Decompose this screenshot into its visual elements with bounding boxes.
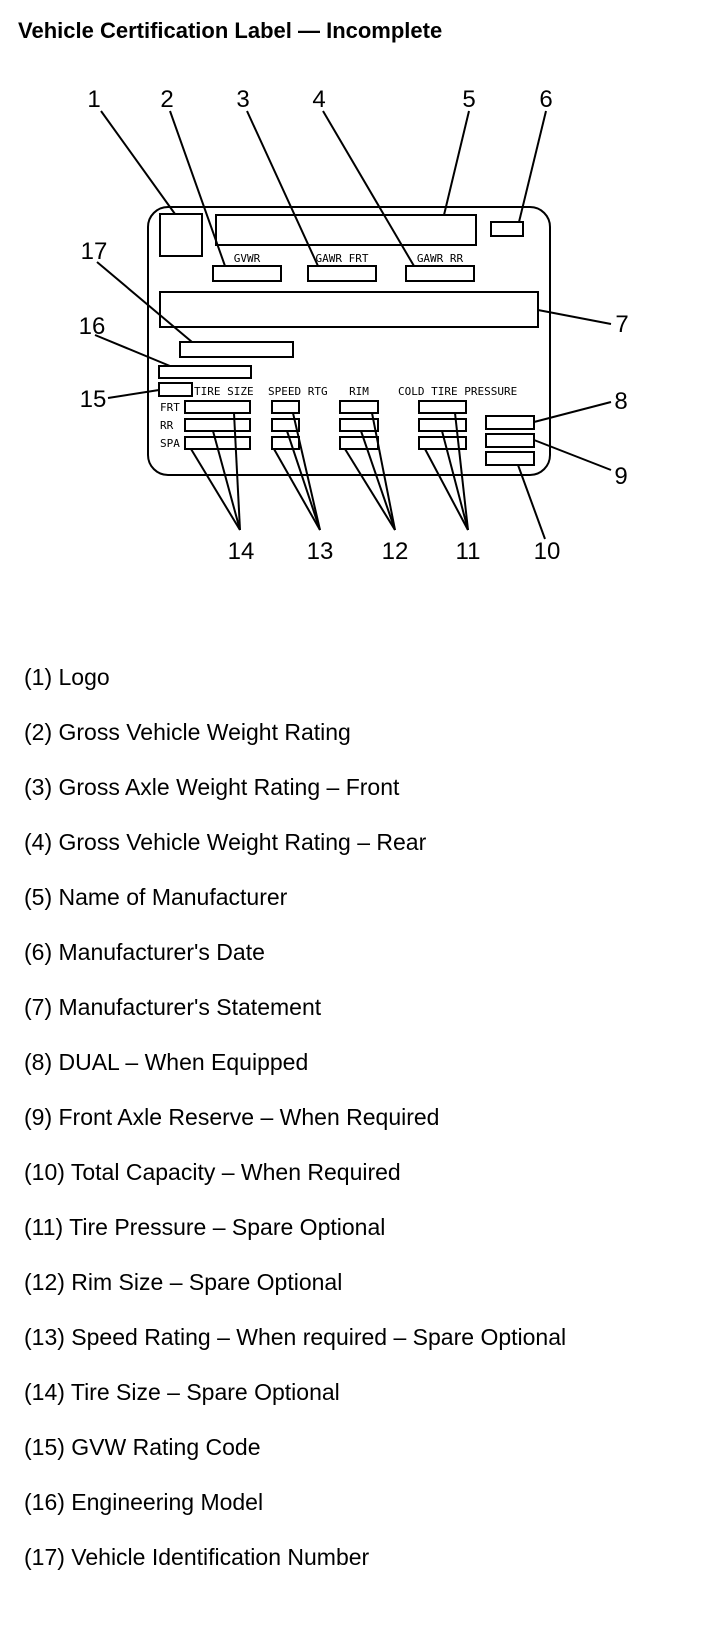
callout-8: 8 bbox=[614, 388, 627, 415]
callout-12: 12 bbox=[382, 538, 409, 565]
row-spa-label: SPA bbox=[160, 437, 180, 450]
gvwr-box bbox=[212, 265, 282, 282]
callout-7: 7 bbox=[615, 311, 628, 338]
legend-item: (10) Total Capacity – When Required bbox=[24, 1159, 401, 1185]
callout-5: 5 bbox=[462, 86, 475, 113]
callout-11: 11 bbox=[456, 538, 481, 565]
pressure-rr-box bbox=[418, 418, 467, 432]
legend-item: (13) Speed Rating – When required – Spar… bbox=[24, 1324, 567, 1350]
gawr-rr-label: GAWR RR bbox=[417, 252, 464, 265]
total-capacity-box bbox=[485, 451, 535, 466]
gawr-rr-box bbox=[405, 265, 475, 282]
gawr-frt-box bbox=[307, 265, 377, 282]
callout-1: 1 bbox=[87, 86, 100, 113]
legend-item: (16) Engineering Model bbox=[24, 1489, 264, 1515]
legend-item: (14) Tire Size – Spare Optional bbox=[24, 1379, 340, 1405]
gvwr-label: GVWR bbox=[234, 252, 261, 265]
manufacturer-date-box bbox=[490, 221, 524, 237]
callout-4: 4 bbox=[312, 86, 325, 113]
legend-item: (15) GVW Rating Code bbox=[24, 1434, 261, 1460]
legend-item: (8) DUAL – When Equipped bbox=[24, 1049, 309, 1075]
front-axle-reserve-box bbox=[485, 433, 535, 448]
speed-rtg-rr-box bbox=[271, 418, 300, 432]
vin-box bbox=[179, 341, 294, 358]
manufacturer-statement-box bbox=[159, 291, 539, 328]
gvw-rating-code-box bbox=[158, 382, 193, 397]
row-rr-label: RR bbox=[160, 419, 174, 432]
manufacturer-name-box bbox=[215, 214, 477, 246]
legend-item: (12) Rim Size – Spare Optional bbox=[24, 1269, 343, 1295]
legend-item: (1) Logo bbox=[24, 664, 110, 690]
gawr-frt-label: GAWR FRT bbox=[316, 252, 369, 265]
tire-size-label: TIRE SIZE bbox=[194, 385, 254, 398]
callout-2: 2 bbox=[160, 86, 173, 113]
page-title: Vehicle Certification Label — Incomplete bbox=[18, 18, 443, 43]
cold-tire-pressure-label: COLD TIRE PRESSURE bbox=[398, 385, 517, 398]
tire-size-rr-box bbox=[184, 418, 251, 432]
certification-label-diagram: GVWR GAWR FRT GAWR RR TIRE SIZE SPEED RT… bbox=[79, 86, 629, 565]
callout-9: 9 bbox=[614, 463, 627, 490]
callout-16: 16 bbox=[79, 313, 106, 340]
callout-10: 10 bbox=[534, 538, 561, 565]
legend-item: (17) Vehicle Identification Number bbox=[24, 1544, 370, 1570]
legend-item: (11) Tire Pressure – Spare Optional bbox=[24, 1214, 386, 1240]
label-outline bbox=[147, 206, 551, 476]
dual-box bbox=[485, 415, 535, 430]
pressure-frt-box bbox=[418, 400, 467, 414]
speed-rtg-frt-box bbox=[271, 400, 300, 414]
legend-item: (2) Gross Vehicle Weight Rating bbox=[24, 719, 351, 745]
speed-rtg-label: SPEED RTG bbox=[268, 385, 328, 398]
legend-item: (3) Gross Axle Weight Rating – Front bbox=[24, 774, 400, 800]
callout-17: 17 bbox=[81, 238, 108, 265]
callout-14: 14 bbox=[228, 538, 255, 565]
callout-15: 15 bbox=[80, 386, 107, 413]
row-frt-label: FRT bbox=[160, 401, 180, 414]
speed-rtg-spa-box bbox=[271, 436, 300, 450]
legend-item: (9) Front Axle Reserve – When Required bbox=[24, 1104, 440, 1130]
rim-spa-box bbox=[339, 436, 379, 450]
rim-rr-box bbox=[339, 418, 379, 432]
rim-frt-box bbox=[339, 400, 379, 414]
rim-label: RIM bbox=[349, 385, 369, 398]
legend-item: (6) Manufacturer's Date bbox=[24, 939, 265, 965]
legend-item: (4) Gross Vehicle Weight Rating – Rear bbox=[24, 829, 427, 855]
callout-6: 6 bbox=[539, 86, 552, 113]
callout-13: 13 bbox=[307, 538, 334, 565]
legend-list: (1) Logo (2) Gross Vehicle Weight Rating… bbox=[24, 660, 566, 1595]
tire-size-frt-box bbox=[184, 400, 251, 414]
pressure-spa-box bbox=[418, 436, 467, 450]
legend-item: (5) Name of Manufacturer bbox=[24, 884, 288, 910]
leader-lines bbox=[94, 110, 612, 540]
legend-item: (7) Manufacturer's Statement bbox=[24, 994, 322, 1020]
logo-box bbox=[159, 213, 203, 257]
callout-3: 3 bbox=[236, 86, 249, 113]
engineering-model-box bbox=[158, 365, 252, 379]
